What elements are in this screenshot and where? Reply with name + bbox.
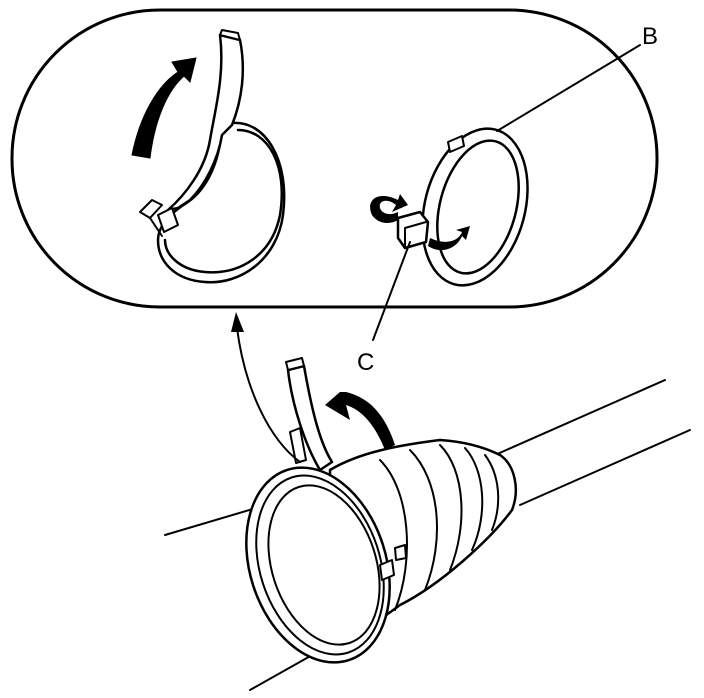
callout-label-c: C (357, 349, 374, 376)
callout-label-b: B (642, 23, 658, 50)
band-closed-illustration (396, 127, 529, 287)
curved-arrow-icon (325, 392, 395, 450)
band-open-illustration (139, 29, 286, 284)
curved-arrow-icon (131, 57, 197, 159)
detail-view (10, 8, 659, 341)
detail-frame (10, 8, 659, 309)
rotate-arrow-icon (370, 194, 470, 251)
cv-joint-boot-illustration (164, 357, 691, 691)
leader-arrow (236, 327, 301, 463)
